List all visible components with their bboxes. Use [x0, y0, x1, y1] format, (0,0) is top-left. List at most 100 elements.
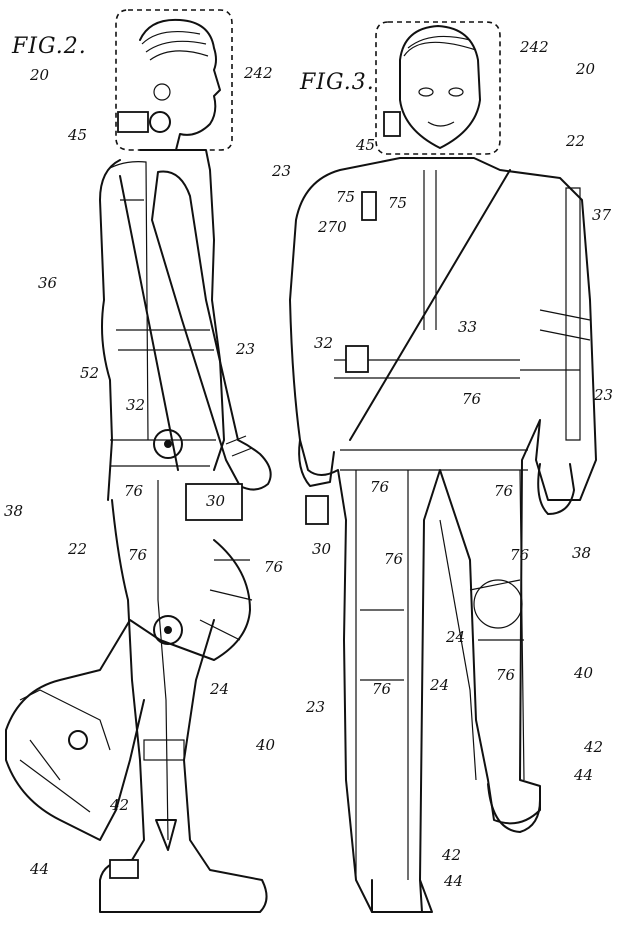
ref-numeral: 30	[206, 492, 226, 510]
fig3-left-hand	[298, 439, 335, 487]
fig2-ankle-cone	[155, 819, 177, 851]
fig2-leg-back	[99, 499, 268, 913]
ref-numeral: 76	[124, 482, 144, 500]
fig3-sternum-channel	[423, 170, 437, 330]
fig2-neck-joint	[149, 111, 171, 133]
ref-numeral: 44	[30, 860, 50, 878]
ref-numeral: 76	[264, 558, 284, 576]
ref-numeral: 76	[496, 666, 516, 684]
fig2-head	[139, 18, 221, 151]
ref-numeral: 24	[210, 680, 230, 698]
fig3-arm-frame	[520, 187, 591, 441]
fig3-right-eye	[448, 87, 464, 97]
ref-numeral: 75	[388, 194, 408, 212]
fig2-strap	[119, 175, 179, 471]
ref-numeral: 45	[356, 136, 376, 154]
fig3-control-box	[305, 495, 329, 525]
ref-numeral: 242	[244, 64, 273, 82]
fig3-left-eye	[418, 87, 434, 97]
fig2-sleeve-cuff	[225, 435, 253, 457]
fig2-control-box	[185, 483, 243, 521]
fig2-rear-ankle-joint	[68, 730, 88, 750]
fig3-chest-strap	[349, 169, 511, 441]
ref-numeral: 45	[68, 126, 88, 144]
fig3-waist-band	[334, 359, 528, 471]
fig3-right-foot	[487, 783, 541, 833]
fig2-head-enclosure	[115, 9, 233, 151]
ref-numeral: 24	[446, 628, 466, 646]
fig3-right-hand	[537, 463, 575, 515]
ref-numeral: 23	[306, 698, 326, 716]
ref-numeral: 44	[444, 872, 464, 890]
ref-numeral: 76	[370, 478, 390, 496]
ref-numeral: 23	[594, 386, 614, 404]
fig2-knee-pin	[164, 626, 172, 634]
fig2-hip-bar	[110, 439, 216, 467]
ref-numeral: 76	[128, 546, 148, 564]
fig2-arm	[151, 170, 272, 491]
fig3-head	[399, 25, 481, 149]
fig3-left-foot	[371, 879, 423, 913]
fig2-hair	[141, 31, 209, 61]
ref-numeral: 22	[566, 132, 586, 150]
fig2-drawing	[5, 9, 272, 913]
ref-numeral: 20	[576, 60, 596, 78]
ref-numeral: 33	[458, 318, 478, 336]
fig2-title: FIG.2.	[12, 34, 87, 59]
ref-numeral: 32	[126, 396, 146, 414]
ref-numeral: 30	[312, 540, 332, 558]
ref-numeral: 32	[314, 334, 334, 352]
ref-numeral: 24	[430, 676, 450, 694]
ref-numeral: 242	[520, 38, 549, 56]
ref-numeral: 20	[30, 66, 50, 84]
fig3-head-enclosure	[375, 21, 501, 155]
ref-numeral: 23	[236, 340, 256, 358]
fig2-foot-block	[109, 859, 139, 879]
fig3-control-panel	[361, 191, 377, 221]
ref-numeral: 38	[572, 544, 592, 562]
ref-numeral: 37	[592, 206, 612, 224]
fig3-hair	[403, 35, 477, 57]
fig2-torso-front	[139, 149, 225, 471]
fig2-ear	[153, 83, 171, 101]
ref-numeral: 44	[574, 766, 594, 784]
fig2-calf-straps	[199, 559, 253, 641]
fig3-title: FIG.3.	[300, 70, 375, 95]
ref-numeral: 36	[38, 274, 58, 292]
ref-numeral: 76	[510, 546, 530, 564]
ref-numeral: 42	[110, 796, 130, 814]
fig2-hip-joint	[153, 429, 183, 459]
ref-numeral: 270	[318, 218, 347, 236]
fig2-neck-mount	[117, 111, 149, 133]
ref-numeral: 76	[372, 680, 392, 698]
fig3-drawing	[289, 21, 597, 913]
ref-numeral: 40	[574, 664, 594, 682]
ref-numeral: 75	[336, 188, 356, 206]
fig2-leg-rod	[157, 480, 169, 841]
ref-numeral: 38	[4, 502, 24, 520]
fig3-right-knee	[473, 579, 523, 629]
ref-numeral: 76	[494, 482, 514, 500]
fig3-leg-frame-right	[439, 469, 525, 781]
fig3-leg-frame-left	[355, 470, 409, 880]
fig3-neck-mount	[383, 111, 401, 137]
fig3-mouth	[427, 121, 455, 127]
fig2-rear-leg	[5, 539, 251, 841]
ref-numeral: 76	[462, 390, 482, 408]
fig3-belt-pouch	[345, 345, 369, 373]
fig2-torso-shell	[109, 161, 214, 441]
fig2-rear-boot	[19, 689, 111, 813]
ref-numeral: 40	[256, 736, 276, 754]
ref-numeral: 76	[384, 550, 404, 568]
fig2-shin-block	[143, 739, 185, 761]
fig2-hip-pin	[164, 440, 172, 448]
ref-numeral: 52	[80, 364, 100, 382]
ref-numeral: 23	[272, 162, 292, 180]
fig3-suit-outline	[289, 157, 597, 913]
fig2-torso-back	[99, 159, 121, 501]
ref-numeral: 42	[442, 846, 462, 864]
ref-numeral: 22	[68, 540, 88, 558]
ref-numeral: 42	[584, 738, 604, 756]
